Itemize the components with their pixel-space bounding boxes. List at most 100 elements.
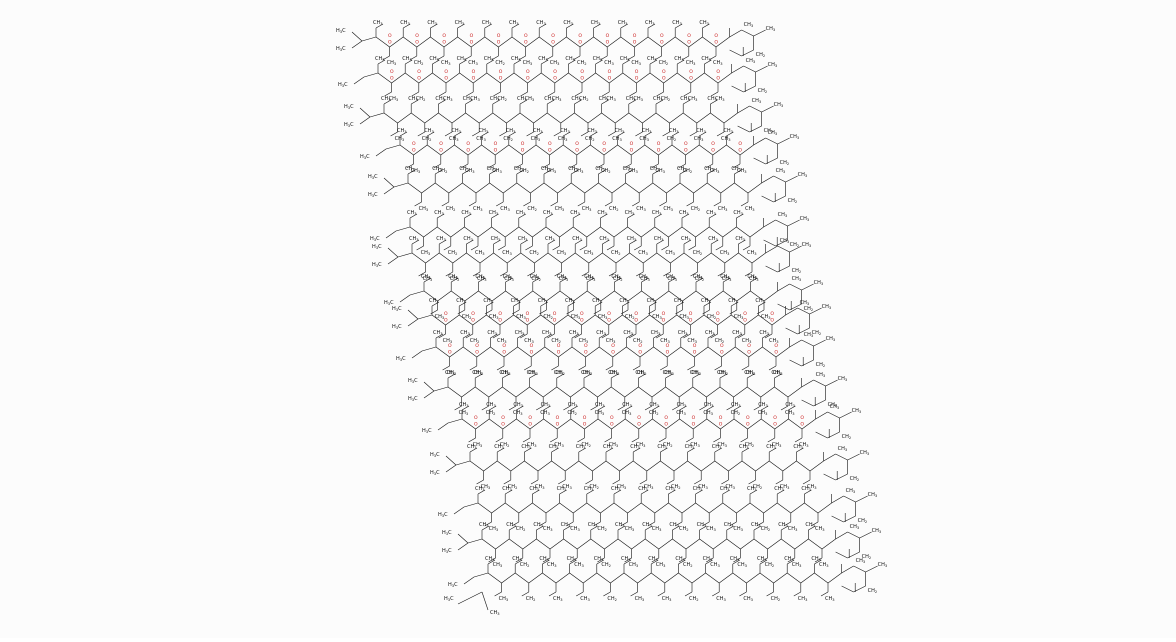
terminal-bond	[731, 65, 744, 74]
terminal-bond	[835, 531, 848, 540]
backbone-bond	[590, 144, 605, 156]
branch-bond	[644, 405, 653, 411]
methyl-label: CH3	[574, 562, 584, 568]
methyl-label: CH3	[785, 410, 795, 416]
backbone-bond	[544, 346, 559, 358]
terminal-bond	[827, 431, 840, 439]
backbone-bond	[814, 572, 829, 584]
methyl-label: CH3	[456, 298, 466, 304]
branch-bond	[740, 437, 748, 443]
methyl-label: CH3	[490, 610, 500, 616]
oxygen-atom: O	[551, 33, 555, 39]
backbone-bond	[560, 112, 575, 124]
oxygen-atom: O	[638, 343, 642, 349]
oxygen-atom: O	[557, 343, 561, 349]
methyl-label: CH3	[547, 562, 557, 568]
branch-bond	[532, 489, 540, 495]
methyl-label: CH3	[846, 488, 856, 494]
backbone-bond	[586, 226, 601, 238]
backbone-bond	[563, 538, 578, 550]
backbone-bond	[627, 226, 642, 238]
methyl-label: CH3	[742, 338, 752, 344]
methyl-label: CH3	[407, 210, 417, 216]
branch-bond	[620, 23, 628, 29]
methyl-label: CH3	[815, 526, 825, 532]
branch-bond	[475, 373, 483, 379]
terminal-bond	[407, 309, 419, 320]
methyl-label: CH3	[792, 276, 802, 282]
methyl-label: CH3	[549, 444, 559, 450]
methyl-label: CH3	[500, 206, 510, 212]
backbone-bond	[389, 36, 404, 48]
methyl-label: CH3	[639, 274, 649, 280]
branch-bond	[447, 373, 456, 379]
methyl-label: CH3	[669, 522, 679, 528]
branch-bond	[656, 91, 664, 97]
backbone-bond	[719, 386, 734, 398]
methyl-label: CH3	[584, 486, 594, 492]
branch-bond	[726, 131, 734, 137]
methyl-label: CH3	[720, 486, 730, 492]
branch-bond	[438, 91, 447, 97]
methyl-label: CH3	[515, 330, 525, 336]
methyl-label: CH3	[405, 166, 415, 172]
branch-bond	[577, 201, 585, 207]
branch-bond	[545, 213, 554, 219]
methyl-label: CH3	[593, 56, 603, 62]
methyl-label: CH3	[465, 168, 475, 174]
backbone-bond	[710, 112, 725, 124]
backbone-bond	[615, 252, 630, 264]
methyl-label: CH2	[613, 276, 623, 282]
backbone-bond	[530, 182, 545, 194]
backbone-bond	[615, 112, 629, 124]
backbone-bond	[801, 418, 816, 430]
oxygen-atom: O	[662, 76, 666, 82]
branch-bond	[781, 525, 789, 531]
backbone-bond	[788, 418, 803, 430]
backbone-bond	[518, 226, 533, 238]
branch-bond	[726, 525, 734, 531]
branch-bond	[382, 55, 390, 61]
backbone-bond	[687, 460, 702, 472]
backbone-bond	[735, 346, 749, 358]
terminal-bond	[445, 464, 457, 473]
methyl-label: CH3	[744, 22, 754, 28]
branch-bond	[602, 91, 610, 97]
methyl-label: CH3	[489, 314, 499, 320]
methyl-label: CH3	[769, 338, 779, 344]
backbone-bond	[827, 572, 842, 584]
methyl-label: CH3	[610, 370, 620, 376]
backbone-bond	[629, 252, 644, 264]
terminal-bond	[787, 219, 800, 227]
methyl-label: CH3	[669, 128, 679, 134]
backbone-bond	[697, 252, 712, 264]
branch-bond	[459, 301, 467, 307]
branch-bond	[808, 525, 816, 531]
backbone-bond	[495, 144, 509, 156]
branch-bond	[639, 479, 647, 485]
oxygen-atom: O	[608, 69, 612, 75]
branch-bond	[405, 59, 413, 65]
backbone-bond	[637, 572, 652, 584]
branch-bond	[649, 301, 657, 307]
branch-bond	[651, 559, 659, 565]
methyl-label: CH2	[486, 410, 496, 416]
backbone-bond	[683, 252, 698, 264]
methyl-label: CH3	[529, 486, 539, 492]
backbone-bond	[625, 418, 639, 430]
methyl-label: CH3	[636, 206, 646, 212]
oxygen-atom: O	[575, 141, 579, 147]
methyl-label: CH2	[551, 338, 561, 344]
methyl-label: CH2	[683, 562, 693, 568]
backbone-bond	[622, 314, 637, 326]
methyl-label: CH3	[533, 522, 543, 528]
backbone-bond	[667, 346, 681, 358]
branch-bond	[595, 59, 603, 65]
branch-bond	[542, 557, 551, 563]
oxygen-atom: O	[664, 415, 668, 421]
backbone-bond	[736, 290, 751, 302]
oxygen-atom: O	[412, 148, 416, 154]
oxygen-atom: O	[716, 76, 720, 82]
methyl-label: CH3	[571, 96, 581, 102]
branch-bond	[459, 59, 467, 65]
